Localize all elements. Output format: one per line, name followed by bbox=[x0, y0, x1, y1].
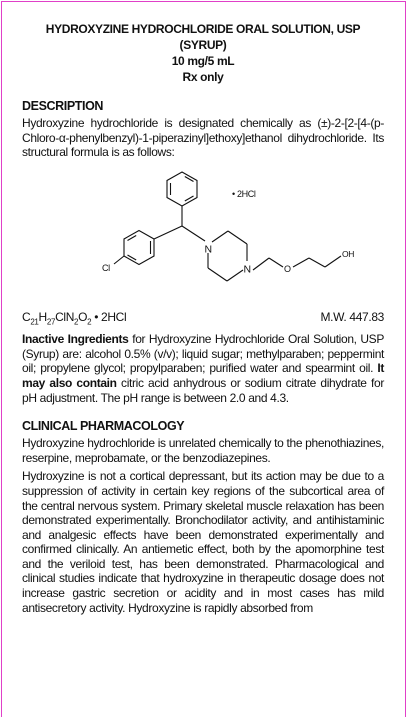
may-contain-label: It may also contain bbox=[22, 361, 384, 390]
inactive-ingredients-text: for Hydroxyzine Hydrochloride Oral Solut… bbox=[22, 332, 384, 376]
title-line-1: HYDROXYZINE HYDROCHLORIDE ORAL SOLUTION,… bbox=[45, 22, 361, 52]
nitrogen-bottom: N bbox=[244, 263, 251, 275]
description-intro: Hydroxyzine hydrochloride is designated … bbox=[22, 116, 384, 160]
clinical-paragraph-2: Hydroxyzine is not a cortical depressant… bbox=[22, 469, 384, 615]
title-line-3: Rx only bbox=[182, 70, 224, 84]
clinical-paragraph-1: Hydroxyzine hydrochloride is unrelated c… bbox=[22, 436, 384, 465]
description-heading: DESCRIPTION bbox=[22, 99, 104, 113]
clinical-pharmacology-heading: CLINICAL PHARMACOLOGY bbox=[22, 419, 185, 434]
molecular-weight: M.W. 447.83 bbox=[320, 309, 384, 324]
salt-label: • 2HCl bbox=[232, 189, 256, 199]
molecular-formula: C21H27ClN2O2 • 2HCl bbox=[22, 309, 127, 327]
hydroxyl-group: OH bbox=[342, 249, 354, 259]
formula-row: C21H27ClN2O2 • 2HCl M.W. 447.83 bbox=[22, 309, 384, 330]
drug-label-document: HYDROXYZINE HYDROCHLORIDE ORAL SOLUTION,… bbox=[22, 21, 384, 619]
inactive-ingredients: Inactive Ingredients for Hydroxyzine Hyd… bbox=[22, 332, 384, 405]
nitrogen-top: N bbox=[205, 243, 212, 255]
chlorine-atom: Cl bbox=[102, 263, 110, 273]
inactive-ingredients-label: Inactive Ingredients bbox=[22, 332, 129, 347]
document-title: HYDROXYZINE HYDROCHLORIDE ORAL SOLUTION,… bbox=[22, 21, 384, 85]
oxygen-atom: O bbox=[284, 264, 291, 274]
structural-formula: • 2HCl N N O OH Cl bbox=[102, 171, 355, 282]
may-contain-text: citric acid anhydrous or sodium citrate … bbox=[22, 375, 385, 405]
title-line-2: 10 mg/5 mL bbox=[171, 54, 235, 68]
